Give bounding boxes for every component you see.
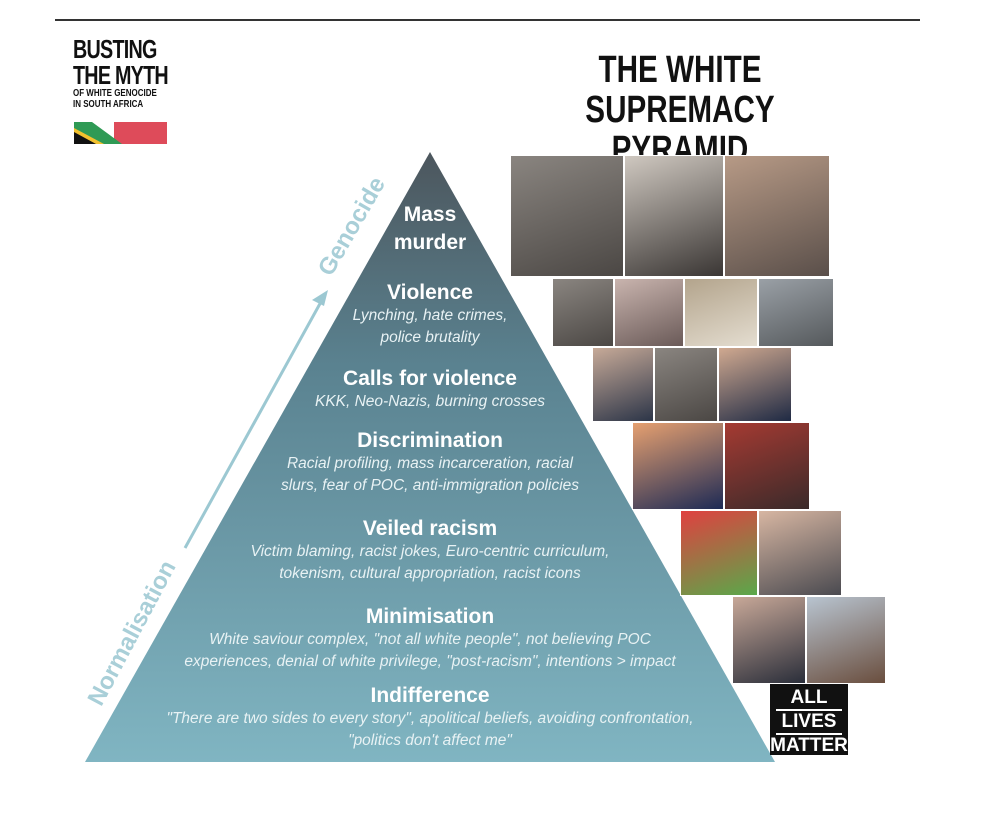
tier-desc: Racial profiling, mass incarceration, ra… xyxy=(286,455,573,472)
photo xyxy=(806,596,886,684)
all-lives-matter-badge: ALL LIVES MATTER xyxy=(770,684,848,756)
tier-title: Veiled racism xyxy=(362,517,498,540)
tier-desc: experiences, denial of white privilege, … xyxy=(184,653,676,670)
top-rule xyxy=(55,19,920,21)
tier-discrimination: Discrimination Racial profiling, mass in… xyxy=(80,429,780,497)
tier-desc: Lynching, hate crimes, xyxy=(352,307,508,324)
photo xyxy=(654,347,718,422)
tier-desc: "There are two sides to every story", ap… xyxy=(166,710,694,727)
tier-desc: White saviour complex, "not all white pe… xyxy=(209,631,651,648)
photo xyxy=(718,347,792,422)
tier-title: Calls for violence xyxy=(343,367,517,390)
logo: BUSTING THE MYTH OF WHITE GENOCIDE IN SO… xyxy=(73,36,172,109)
photo xyxy=(592,347,654,422)
tier-calls-for-violence: Calls for violence KKK, Neo-Nazis, burni… xyxy=(80,367,780,413)
pyramid-shape xyxy=(85,152,775,762)
tier-title: Minimisation xyxy=(365,605,495,628)
title-line: THE WHITE SUPREMACY xyxy=(585,49,775,131)
tier-desc: tokenism, cultural appropriation, racist… xyxy=(279,565,581,582)
photo xyxy=(758,510,842,596)
photo xyxy=(510,155,624,277)
badge-line: LIVES xyxy=(776,709,842,735)
tier-title: Violence xyxy=(387,281,473,304)
logo-line: OF WHITE GENOCIDE xyxy=(73,87,157,99)
tier-indifference: Indifference "There are two sides to eve… xyxy=(80,684,780,752)
tier-desc: police brutality xyxy=(380,329,480,346)
flag-stripe xyxy=(74,122,167,144)
tier-desc: KKK, Neo-Nazis, burning crosses xyxy=(314,393,545,410)
photo xyxy=(724,422,810,510)
logo-line: BUSTING xyxy=(73,34,157,64)
photo xyxy=(632,422,724,510)
photo xyxy=(758,278,834,347)
photo xyxy=(724,155,830,277)
tier-title: Discrimination xyxy=(357,429,503,452)
photo xyxy=(684,278,758,347)
tier-desc: slurs, fear of POC, anti-immigration pol… xyxy=(280,477,580,494)
logo-line: IN SOUTH AFRICA xyxy=(73,97,144,110)
badge-line: ALL xyxy=(790,687,828,708)
tier-title: Indifference xyxy=(370,684,490,707)
tier-minimisation: Minimisation White saviour complex, "not… xyxy=(80,605,780,673)
photo xyxy=(732,596,806,684)
tier-desc: Victim blaming, racist jokes, Euro-centr… xyxy=(250,543,610,560)
arrow-line xyxy=(183,299,324,549)
tier-title: murder xyxy=(393,231,467,254)
logo-line: THE MYTH xyxy=(73,60,169,90)
photo xyxy=(624,155,724,277)
tier-veiled-racism: Veiled racism Victim blaming, racist jok… xyxy=(80,517,780,585)
tier-mass-murder: Mass murder xyxy=(80,203,780,255)
arrow-head-icon xyxy=(312,290,328,306)
tier-title: Mass xyxy=(403,203,457,226)
tier-desc: "politics don't affect me" xyxy=(348,732,512,749)
photo xyxy=(552,278,614,347)
photo xyxy=(680,510,758,596)
photo xyxy=(614,278,684,347)
tier-violence: Violence Lynching, hate crimes, police b… xyxy=(80,281,780,349)
badge-line: MATTER xyxy=(770,735,848,756)
